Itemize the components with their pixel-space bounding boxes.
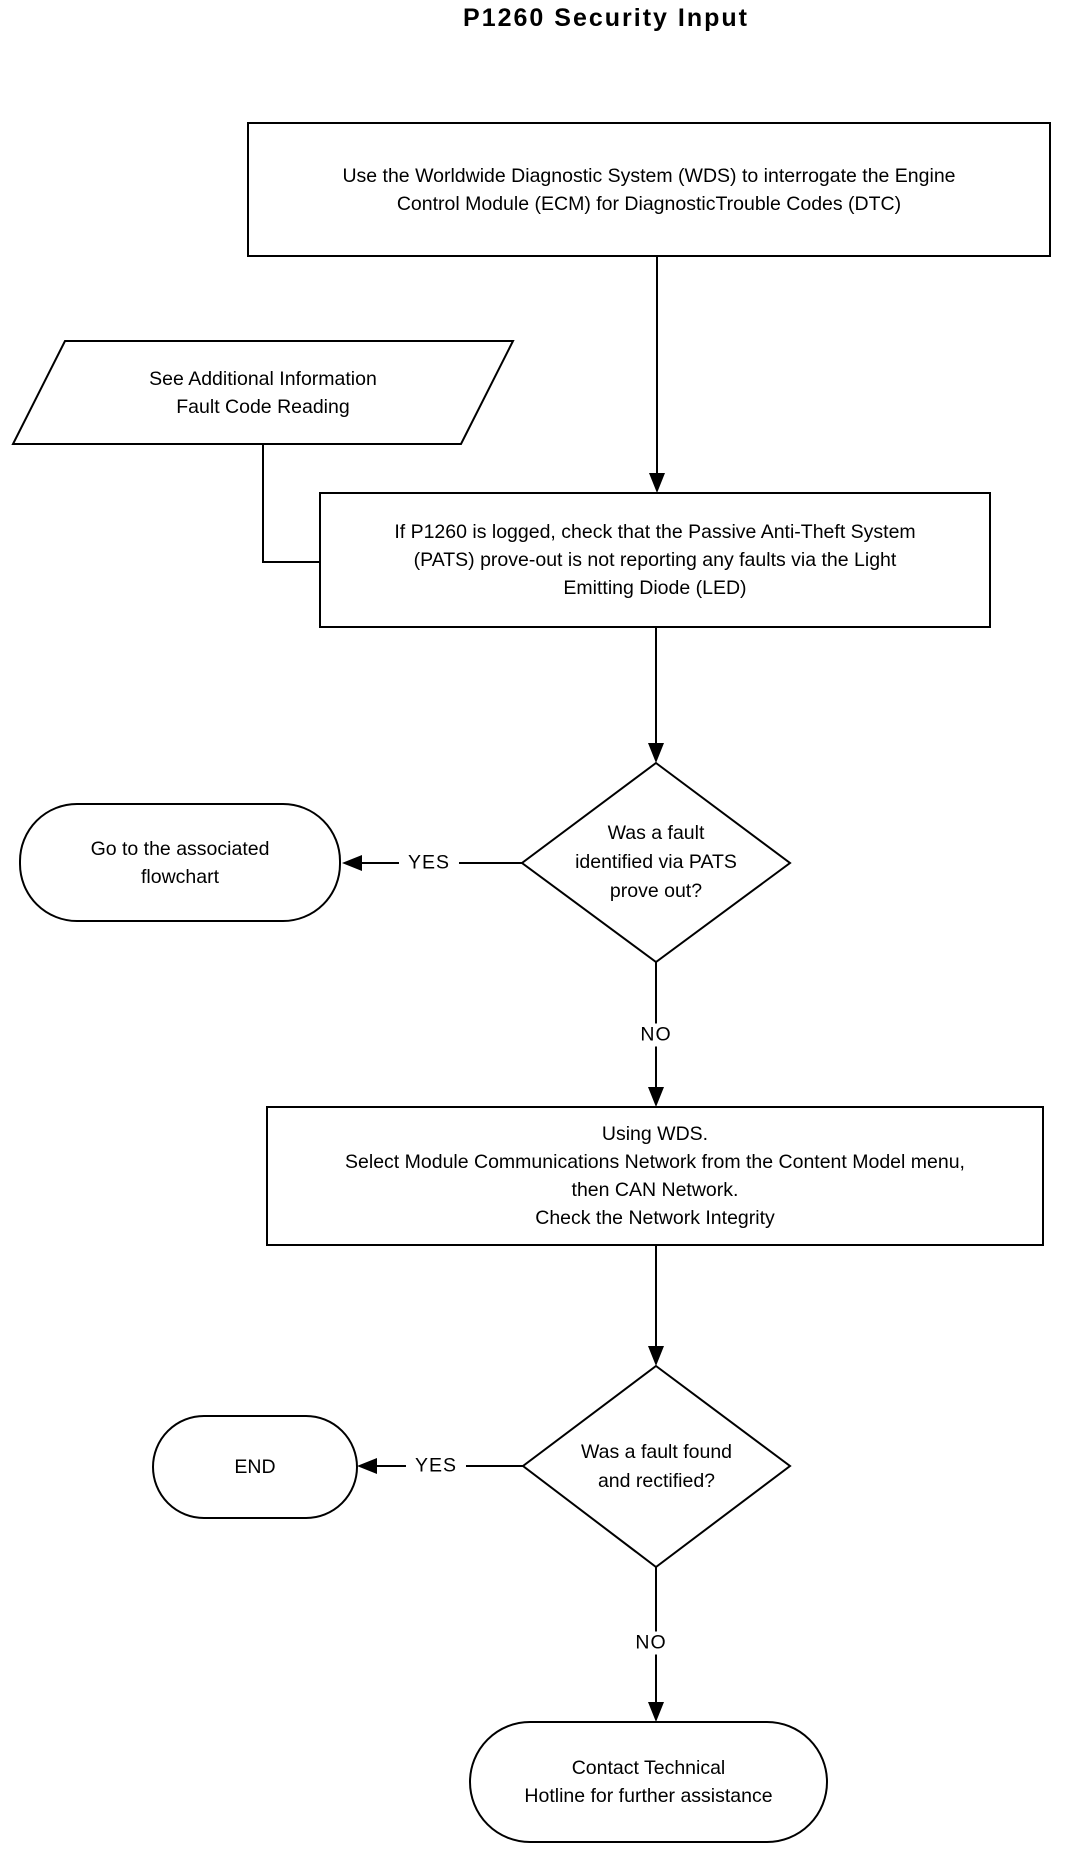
arrowhead-down-contact xyxy=(648,1702,664,1722)
reference-parallelogram-shape xyxy=(11,340,515,445)
terminator-end-shape xyxy=(152,1415,358,1519)
terminator-goto-flowchart-shape xyxy=(19,803,341,922)
arrowhead-left-goto xyxy=(342,855,362,871)
process-box-interrogate-shape xyxy=(247,122,1051,257)
arrowhead-down-decision2 xyxy=(648,1346,664,1366)
arrowhead-down-box3 xyxy=(648,1087,664,1107)
terminator-goto-flowchart-text: Go to the associated flowchart xyxy=(90,837,270,888)
terminator-contact-hotline-text: Contact Technical Hotline for further as… xyxy=(524,1757,773,1807)
process-box-pats-check-text: If P1260 is logged, check that the Passi… xyxy=(394,521,916,599)
reference-parallelogram-text: See Additional Information Fault Code Re… xyxy=(149,367,377,418)
branch-label-no-decision1: NO xyxy=(631,1023,681,1047)
terminator-contact-hotline-shape xyxy=(469,1721,828,1843)
process-box-can-network-text: Using WDS. Select Module Communications … xyxy=(345,1123,965,1229)
decision-diamond-pats-text: Was a fault identified via PATS prove ou… xyxy=(575,822,737,902)
branch-label-yes-decision2: YES xyxy=(405,1454,467,1478)
process-box-can-network-shape xyxy=(266,1106,1044,1246)
arrowhead-down-decision1 xyxy=(648,743,664,763)
page-title: P1260 Security Input xyxy=(463,4,749,32)
arrowhead-left-end xyxy=(357,1458,377,1474)
connector-info-to-box2 xyxy=(262,444,320,563)
arrowhead-down-box2 xyxy=(649,473,665,493)
terminator-end-text: END xyxy=(234,1456,276,1478)
decision-diamond-rectified-text: Was a fault found and rectified? xyxy=(580,1440,733,1492)
branch-label-no-decision2: NO xyxy=(626,1631,676,1655)
process-box-interrogate-text: Use the Worldwide Diagnostic System (WDS… xyxy=(342,164,956,215)
branch-label-yes-decision1: YES xyxy=(398,851,460,875)
